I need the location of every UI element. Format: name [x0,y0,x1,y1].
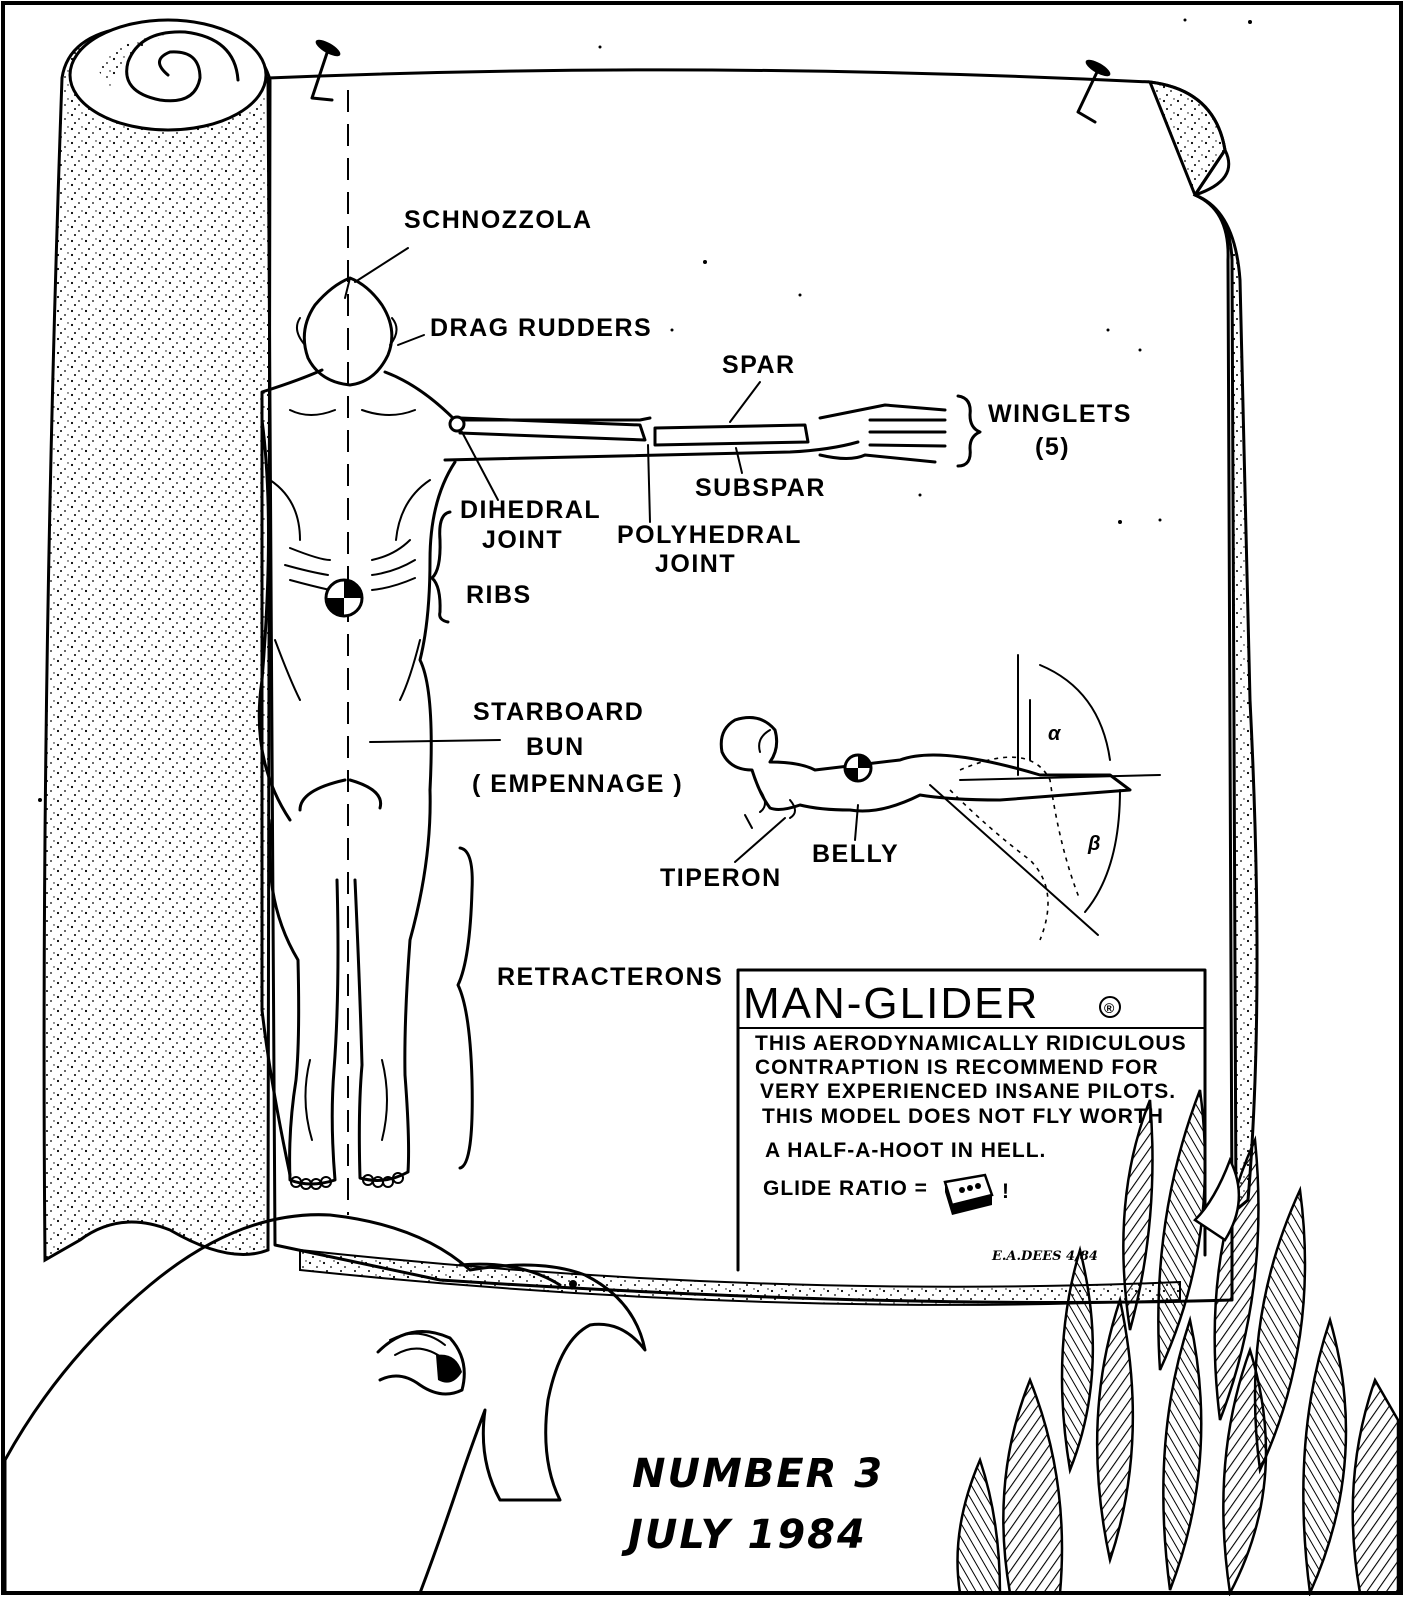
label-winglets: WINGLETS [988,400,1132,428]
issue-number: NUMBER 3 [632,1451,884,1497]
label-subspar: SUBSPAR [695,474,826,502]
label-dihedral-joint-1: DIHEDRAL [460,496,601,524]
glide-ratio-suffix: ! [1002,1180,1010,1203]
center-of-gravity-symbol [326,580,362,616]
registered-mark: ® [1104,1000,1115,1016]
placard-line-3: VERY EXPERIENCED INSANE PILOTS. [760,1080,1176,1103]
label-retracterons: RETRACTERONS [497,963,723,991]
label-dihedral-joint-2: JOINT [482,526,563,554]
winglets-brace [958,396,980,466]
label-starboard-bun-1: STARBOARD [473,698,644,726]
diagram-labels: SCHNOZZOLA DRAG RUDDERS SPAR WINGLETS (5… [404,206,1132,991]
placard-title: MAN-GLIDER [743,979,1039,1028]
label-ribs: RIBS [466,581,532,609]
scroll-left-roll [44,25,270,1260]
placard-line-4: THIS MODEL DOES NOT FLY WORTH [762,1105,1164,1128]
label-starboard-bun-3: ( EMPENNAGE ) [472,770,683,798]
ribs-brace [432,512,450,622]
label-spar: SPAR [722,351,796,379]
retracterons-brace [458,848,472,1168]
label-belly: BELLY [812,840,899,868]
label-starboard-bun-2: BUN [526,733,585,761]
push-pin-right [1078,57,1113,122]
label-winglets-count: (5) [1035,433,1070,461]
label-schnozzola: SCHNOZZOLA [404,206,593,234]
issue-date: JULY 1984 [621,1512,867,1558]
figure-side-view [721,655,1160,940]
label-polyhedral-joint-1: POLYHEDRAL [617,521,802,549]
label-drag-rudders: DRAG RUDDERS [430,314,652,342]
feathers [958,1090,1399,1593]
glide-ratio-label: GLIDE RATIO = [763,1177,928,1200]
label-polyhedral-joint-2: JOINT [655,550,736,578]
push-pin-left [312,37,343,100]
center-of-gravity-symbol-side [845,755,871,781]
label-tiperon: TIPERON [660,864,782,892]
angle-alpha: α [1048,723,1062,745]
placard-line-5: A HALF-A-HOOT IN HELL. [765,1139,1046,1162]
cinder-block-icon [945,1175,992,1215]
angle-beta: β [1087,833,1100,855]
placard-line-1: THIS AERODYNAMICALLY RIDICULOUS [755,1032,1187,1055]
placard-line-2: CONTRAPTION IS RECOMMEND FOR [755,1056,1159,1079]
